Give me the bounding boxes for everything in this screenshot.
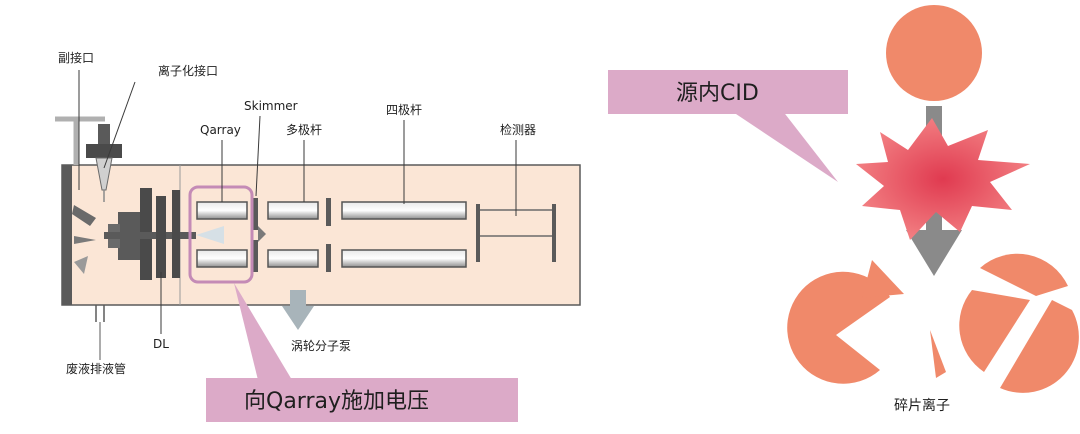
secondary-port-pipe (55, 116, 105, 165)
turbo-pump-arrow (282, 290, 314, 330)
qarray-rod-top (196, 201, 248, 220)
fragment-ion-left-wedge (862, 260, 904, 298)
label-skimmer: Skimmer (244, 99, 298, 113)
label-fragment-ions: 碎片离子 (894, 397, 950, 414)
callout-qarray-voltage: 向Qarray施加电压 (206, 283, 518, 422)
lens-bottom (326, 244, 331, 272)
leader-lines (78, 70, 517, 334)
label-multipole: 多极杆 (286, 123, 322, 137)
callout-cid-text: 源内CID (676, 81, 759, 106)
waste-tube (95, 305, 105, 360)
precursor-ion (886, 5, 982, 101)
label-dl: DL (153, 337, 169, 351)
label-quadrupole: 四极杆 (386, 103, 422, 117)
lens-top (326, 198, 331, 226)
ion-source-probe (86, 124, 122, 202)
desolvation-line-assembly (104, 188, 224, 280)
label-qarray: Qarray (200, 123, 241, 137)
label-turbo-pump: 涡轮分子泵 (291, 339, 351, 353)
multipole-rod-bottom (267, 249, 319, 268)
fragment-ion-center (930, 330, 946, 378)
fragment-ion-right-top (980, 253, 1068, 296)
source-wall (62, 165, 72, 305)
qarray-rod-bottom (196, 249, 248, 268)
cid-callout-box (608, 70, 848, 114)
cid-callout-pointer (730, 110, 838, 182)
label-waste-tube: 废液排液管 (66, 361, 126, 376)
callout-box (206, 378, 518, 422)
fragment-ion-left (787, 271, 890, 384)
label-secondary-port: 副接口 (58, 50, 94, 65)
side-deflector (72, 205, 96, 226)
instrument-schematic: 副接口 离子化接口 Skimmer Qarray 多极杆 四极杆 检测器 DL … (55, 50, 581, 376)
quadrupole-rod-bottom (341, 249, 467, 268)
fragment-ion-right-main (1000, 300, 1079, 393)
label-ion-source-port: 离子化接口 (158, 63, 218, 78)
callout-qarray-text: 向Qarray施加电压 (244, 389, 429, 414)
qarray-highlight-box (188, 185, 254, 284)
quadrupole-rod-top (341, 201, 467, 220)
cid-fragmentation-panel: 源内CID 碎片离子 (608, 5, 1079, 414)
label-detector: 检测器 (500, 122, 536, 137)
side-nozzle (74, 236, 96, 244)
fragment-ion-right-left (959, 290, 1030, 372)
flow-arrow-head (906, 230, 962, 276)
callout-pointer (234, 283, 292, 380)
waste-cone (74, 256, 88, 274)
collision-burst-icon (856, 118, 1030, 240)
skimmer-electrode (253, 198, 266, 272)
multipole-rod-top (267, 201, 319, 220)
